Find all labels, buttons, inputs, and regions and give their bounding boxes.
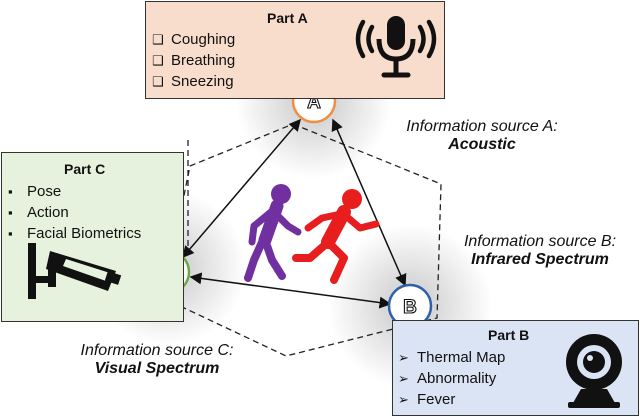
part-c-list: ▪ Pose ▪ Action ▪ Facial Biometrics [8, 181, 141, 244]
list-item: ❑ Breathing [152, 50, 235, 71]
list-item: ❑ Coughing [152, 29, 235, 50]
list-item-label: Thermal Map [417, 349, 506, 366]
part-c-box: Part C ▪ Pose ▪ Action ▪ Facial Biometrics [1, 152, 184, 322]
source-c-caption: Information source C: [80, 342, 234, 359]
node-b: B [387, 283, 433, 329]
source-c-label: Information source C: Visual Spectrum [48, 342, 266, 378]
list-item: ➢ Thermal Map [398, 347, 505, 368]
square-bullet-icon: ▪ [8, 226, 13, 241]
checkbox-bullet-icon: ❑ [152, 53, 164, 68]
checkbox-bullet-icon: ❑ [152, 74, 164, 89]
source-c-name: Visual Spectrum [94, 360, 220, 377]
list-item: ❑ Sneezing [152, 71, 235, 92]
source-a-name: Acoustic [448, 136, 516, 153]
source-b-label: Information source B: Infrared Spectrum [442, 233, 638, 269]
webcam-icon [566, 334, 622, 408]
source-a-label: Information source A: Acoustic [382, 118, 582, 154]
list-item-label: Facial Biometrics [27, 225, 142, 242]
connection-arrows [182, 118, 407, 309]
cctv-camera-icon [28, 243, 122, 299]
list-item: ▪ Facial Biometrics [8, 223, 141, 244]
source-a-caption: Information source A: [406, 118, 558, 135]
part-c-title: Part C [64, 161, 106, 177]
list-item-label: Abnormality [417, 370, 497, 387]
checkbox-bullet-icon: ❑ [152, 32, 164, 47]
arrow-bullet-icon: ➢ [398, 392, 409, 407]
part-a-list: ❑ Coughing ❑ Breathing ❑ Sneezing [152, 29, 235, 92]
list-item: ➢ Abnormality [398, 368, 505, 389]
list-item: ▪ Action [8, 202, 141, 223]
source-b-caption: Information source B: [463, 233, 617, 250]
node-b-letter: B [403, 297, 417, 318]
square-bullet-icon: ▪ [8, 205, 13, 220]
running-person-icon [292, 189, 380, 284]
list-item-label: Coughing [171, 31, 236, 48]
list-item-label: Pose [27, 183, 62, 200]
part-b-title: Part B [488, 327, 530, 343]
microphone-icon [355, 16, 437, 78]
part-b-list: ➢ Thermal Map ➢ Abnormality ➢ Fever [398, 347, 505, 410]
part-b-box: Part B ➢ Thermal Map ➢ Abnormality ➢ Fever [392, 320, 639, 416]
arrow-a-c [182, 118, 301, 259]
arrow-c-b [189, 272, 392, 309]
list-item-label: Fever [417, 391, 456, 408]
source-b-name: Infrared Spectrum [471, 251, 609, 268]
arrow-bullet-icon: ➢ [398, 350, 409, 365]
walking-person-icon [244, 184, 302, 282]
square-bullet-icon: ▪ [8, 184, 13, 199]
arrow-bullet-icon: ➢ [398, 371, 409, 386]
list-item-label: Sneezing [171, 73, 234, 90]
part-a-title: Part A [267, 10, 308, 26]
list-item-label: Breathing [171, 52, 236, 69]
list-item-label: Action [27, 204, 69, 221]
part-a-box: Part A ❑ Coughing ❑ Breathing ❑ Sneezing [145, 1, 445, 99]
list-item: ▪ Pose [8, 181, 141, 202]
list-item: ➢ Fever [398, 389, 505, 410]
arrow-a-b [331, 118, 407, 287]
